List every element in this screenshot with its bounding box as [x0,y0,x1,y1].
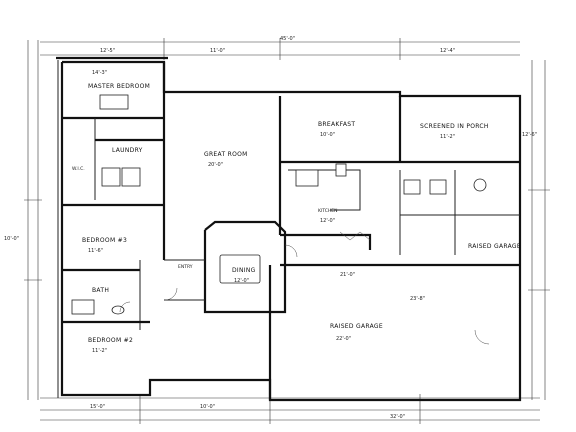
dim-great-room: 20'-0" [208,162,223,168]
interior-walls [62,62,520,400]
bath-label: BATH [92,287,109,294]
door-swing [474,329,490,345]
dim-bottom-right: 32'-0" [390,414,405,420]
dim-left-side: 10'-0" [4,236,19,242]
bedroom3-label: BEDROOM #3 [82,237,127,244]
dim-bottom-mid: 10'-0" [200,404,215,410]
screened-porch-label: SCREENED IN PORCH [420,123,489,130]
closet-shelf [99,94,129,110]
dim-garage-side: 22'-0" [336,336,351,342]
dim-bottom-left: 15'-0" [90,404,105,410]
door-swing [119,301,131,313]
washer [101,167,121,187]
entry-label: ENTRY [178,264,193,270]
master-bedroom-label: MASTER BEDROOM [88,83,150,90]
utility-sink [403,179,421,195]
dimension-lines [24,38,550,424]
kitchen-label: KITCHEN [318,208,338,214]
dim-porch: 11'-2" [440,134,455,140]
tank [473,178,487,192]
wic-label: W.I.C. [72,166,85,172]
dimension-labels: 45'-0" 12'-5" 11'-0" 12'-4" 14'-3" 20'-0… [4,36,537,420]
raised-garage-label: RAISED GARAGE [468,243,521,250]
dim-bedroom2: 11'-2" [92,348,107,354]
dining-table [219,254,261,284]
dim-right-side: 12'-6" [522,132,537,138]
dim-master-width: 14'-3" [92,70,107,76]
dim-top-right: 12'-4" [440,48,455,54]
kitchen-sink [295,169,319,187]
dim-dining: 12'-0" [234,278,249,284]
great-room-label: GREAT ROOM [204,151,248,158]
water-heater [429,179,447,195]
dim-top-overall: 45'-0" [280,36,295,42]
laundry-label: LAUNDRY [112,147,143,154]
garage-label: RAISED GARAGE [330,323,383,330]
room-labels: MASTER BEDROOM LAUNDRY W.I.C. BEDROOM #3… [72,83,521,344]
dim-garage-width: 21'-0" [340,272,355,278]
range [335,163,347,177]
dim-top-mid: 11'-0" [210,48,225,54]
dim-breakfast: 10'-0" [320,132,335,138]
dining-label: DINING [232,267,256,274]
exterior-walls [56,56,522,402]
dim-kitchen: 12'-0" [320,218,335,224]
toilet [111,305,125,315]
bathtub [71,299,95,315]
dryer [121,167,141,187]
dim-bedroom3: 11'-6" [88,248,103,254]
fixtures [71,94,490,345]
door-swing [164,287,178,301]
dim-garage-depth: 23'-8" [410,296,425,302]
bedroom2-label: BEDROOM #2 [88,337,133,344]
dim-top-left: 12'-5" [100,48,115,54]
door-swing [284,244,298,258]
breakfast-label: BREAKFAST [318,121,355,128]
